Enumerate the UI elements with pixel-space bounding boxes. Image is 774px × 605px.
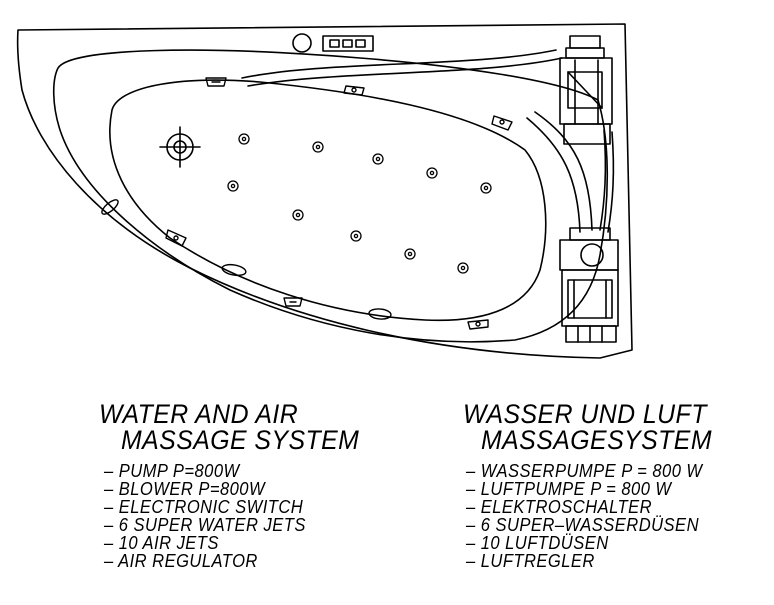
german-item: – LUFTPUMPE P = 800 W [466,479,672,499]
water-jet-icon [283,297,303,307]
water-jet-icon [205,77,227,87]
tub-outer-rim [16,23,633,359]
air-jet-icon [372,153,384,165]
english-item: – ELECTRONIC SWITCH [104,497,304,517]
blower-icon [559,35,613,145]
air-jet-icon [292,209,304,221]
german-item: – WASSERPUMPE P = 800 W [466,461,703,481]
pump-icon [559,227,619,343]
air-jet-icon [312,141,324,153]
german-title-line1: WASSER UND LUFT [463,399,707,429]
air-jets [227,133,492,274]
german-item: – 10 LUFTDÜSEN [466,533,609,553]
german-item: – LUFTREGLER [466,551,595,571]
german-item: – ELEKTROSCHALTER [466,497,653,517]
english-item: – BLOWER P=800W [104,479,266,499]
drain-icon [159,126,201,168]
water-jet-icon [467,319,489,330]
air-jet-icon [404,248,416,260]
german-item: – 6 SUPER–WASSERDÜSEN [466,515,699,535]
english-item: – AIR REGULATOR [104,551,258,571]
bathtub-diagram [16,23,633,359]
english-title-line1: WATER AND AIR [99,399,299,429]
pipe-vertical-2 [607,131,615,233]
pipe-vertical [599,129,607,231]
air-jet-icon [227,180,239,192]
air-jet-icon [426,167,438,179]
air-jet-icon [350,230,362,242]
water-jet-icon [165,229,187,247]
water-jets [165,77,513,330]
tub-basin [109,79,547,322]
pipe-right-2 [526,117,581,233]
english-item: – 6 SUPER WATER JETS [104,515,306,535]
pipe-right [534,111,593,231]
tub-inner-rim [52,49,609,343]
german-title-line2: MASSAGESYSTEM [481,425,712,455]
rim-ovals [101,199,392,320]
pipe-upper-2 [247,57,563,87]
pipe-upper [241,49,557,79]
air-jet-icon [238,133,250,145]
water-jet-icon [491,115,513,131]
air-jet-icon [480,182,492,194]
english-item: – PUMP P=800W [104,461,240,481]
english-title-line2: MASSAGE SYSTEM [121,425,360,455]
water-jet-icon [343,85,365,96]
control-panel-icon [292,33,374,53]
english-item: – 10 AIR JETS [104,533,219,553]
air-jet-icon [457,262,469,274]
